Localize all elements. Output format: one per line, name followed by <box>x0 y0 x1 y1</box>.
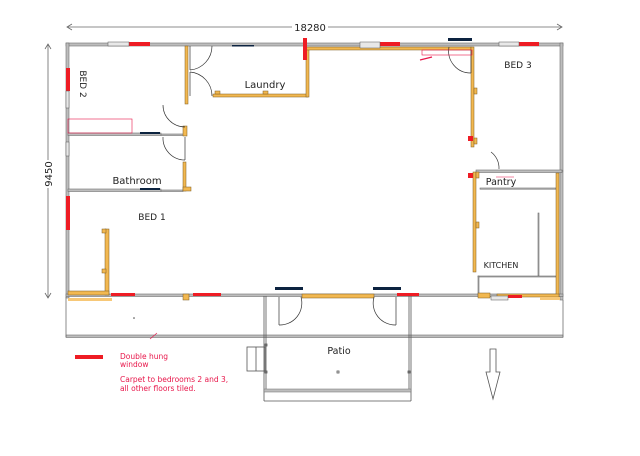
legend: Double hung window Carpet to bedrooms 2 … <box>75 352 228 393</box>
dimension-height: 9450 <box>44 43 55 299</box>
room-label-laundry: Laundry <box>245 80 286 91</box>
fixed-windows <box>65 41 520 301</box>
timber-walls <box>67 45 560 301</box>
double-hung-windows <box>66 38 539 298</box>
marker-dot <box>133 317 135 319</box>
legend-line2: window <box>120 360 148 369</box>
dimension-width: 18280 <box>66 23 563 34</box>
doors <box>162 45 500 326</box>
carpet-outlines <box>67 49 514 340</box>
door-headers <box>140 38 472 290</box>
room-label-pantry: Pantry <box>486 177 517 188</box>
legend-line1: Double hung <box>120 352 168 361</box>
legend-note2: all other floors tiled. <box>120 384 196 393</box>
room-label-bed2: BED 2 <box>77 70 87 97</box>
room-label-bathroom: Bathroom <box>112 176 161 187</box>
dimension-width-label: 18280 <box>294 23 326 34</box>
room-label-bed3: BED 3 <box>504 61 531 71</box>
room-label-patio: Patio <box>327 346 350 357</box>
room-label-kitchen: KITCHEN <box>484 261 519 270</box>
patio-structure <box>246 296 412 402</box>
dimension-height-label: 9450 <box>44 161 55 186</box>
north-arrow-icon <box>485 348 501 401</box>
room-labels: BED 2 Laundry BED 3 Bathroom BED 1 Pantr… <box>77 61 532 357</box>
double-hung-window-swatch <box>75 355 103 359</box>
legend-note1: Carpet to bedrooms 2 and 3, <box>120 375 228 384</box>
room-label-bed1: BED 1 <box>138 213 165 223</box>
interior-walls <box>67 132 563 297</box>
